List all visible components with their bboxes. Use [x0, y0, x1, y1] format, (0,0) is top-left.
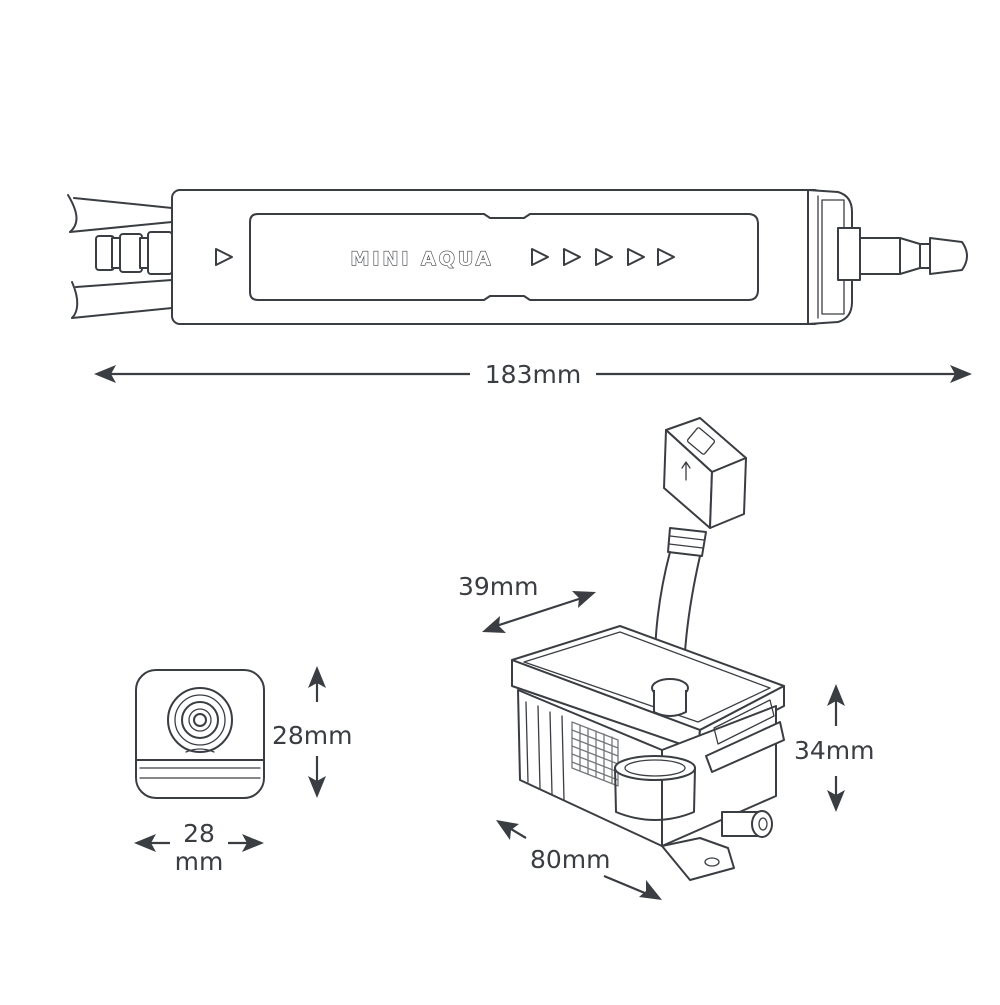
float-connector — [653, 417, 747, 701]
end-face — [135, 669, 265, 799]
end-cap — [807, 189, 853, 325]
end-width-unit: mm — [175, 847, 224, 876]
pump-end-view — [135, 669, 265, 799]
outlet-barb — [859, 237, 968, 275]
brand-label: MINI AQUA — [351, 248, 494, 270]
flow-arrow-icon — [563, 248, 581, 266]
pump-body-top-view: MINI AQUA — [67, 189, 968, 325]
mounting-foot — [661, 837, 735, 881]
length-label: 183mm — [485, 360, 581, 389]
double-arrow-icon — [94, 365, 116, 383]
end-width-value: 28 — [183, 819, 215, 848]
reservoir-length-label: 80mm — [530, 845, 611, 874]
reservoir-unit — [511, 417, 785, 881]
length-dimension: 183mm — [94, 360, 972, 389]
flow-arrow-icon — [657, 248, 675, 266]
flow-arrow-icon — [627, 248, 645, 266]
flow-arrow-icon — [531, 248, 549, 266]
pump-housing — [171, 189, 823, 325]
cable-lower — [71, 281, 79, 319]
flow-arrow-icon — [595, 248, 613, 266]
cable-upper — [67, 194, 78, 233]
reservoir-height-label: 34mm — [794, 736, 875, 765]
reservoir-depth-dimension: 39mm — [458, 572, 596, 633]
end-width-dimension: 28 mm — [134, 819, 264, 876]
reservoir-length-dimension: 80mm — [496, 820, 662, 900]
label-window — [249, 213, 759, 301]
reservoir-height-dimension: 34mm — [794, 684, 875, 812]
reservoir-depth-label: 39mm — [458, 572, 539, 601]
end-height-dimension: 28mm — [272, 666, 353, 798]
end-height-label: 28mm — [272, 721, 353, 750]
upward-arrow-icon — [681, 461, 691, 481]
inlet-barb — [95, 231, 173, 275]
flow-arrow-icon — [215, 248, 233, 266]
